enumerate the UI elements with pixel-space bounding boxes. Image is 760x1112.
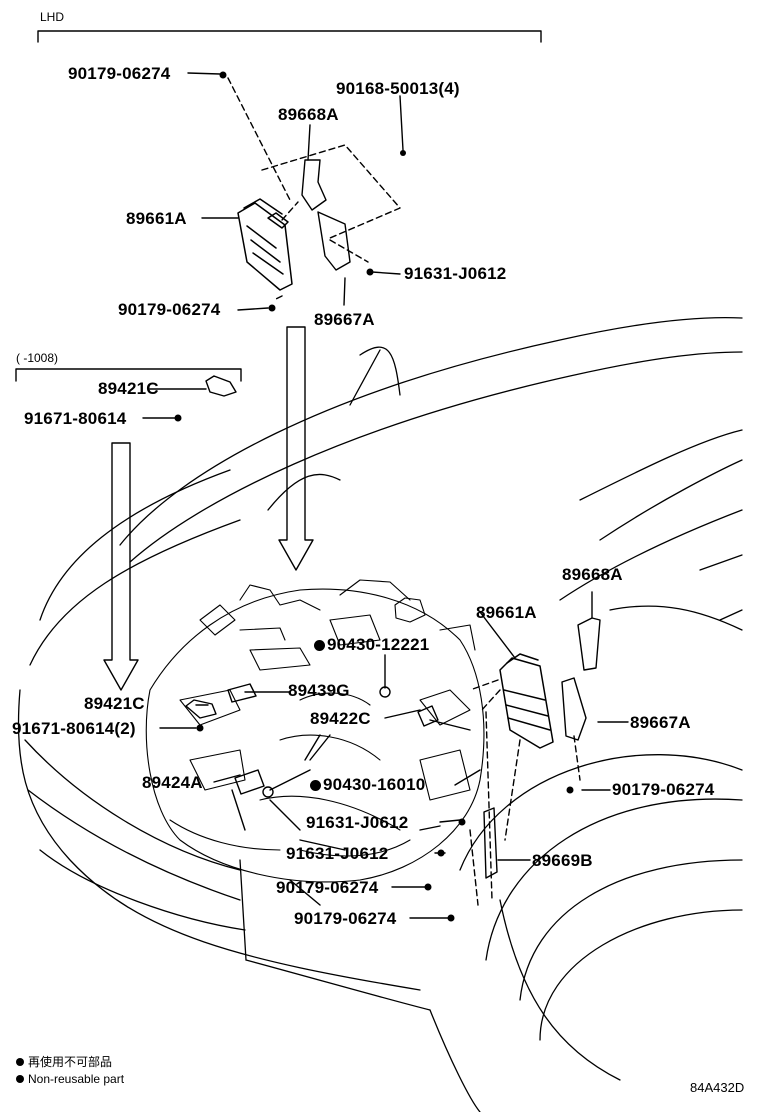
part-89668A-main: 89668A (562, 565, 623, 584)
bracket-89668A-top (301, 159, 327, 211)
note-dot-icon (16, 1058, 24, 1066)
engine-assembly (145, 579, 485, 883)
figure-code: 84A432D (690, 1080, 745, 1095)
part-89424A: 89424A (142, 773, 203, 792)
part-91631-J0612-a: 91631-J0612 (306, 813, 409, 832)
part-90430-12221-text: 90430-12221 (327, 635, 430, 654)
ecu-top (237, 198, 293, 291)
part-90430-12221: 90430-12221 (314, 636, 429, 654)
part-89421C-top: 89421C (98, 379, 159, 398)
part-89668A-top: 89668A (278, 105, 339, 124)
arrow-down-left (103, 442, 139, 691)
non-reusable-marker (310, 780, 321, 791)
part-90179-06274-a: 90179-06274 (68, 64, 171, 83)
bracket-89669B (483, 807, 498, 879)
note-en-text: Non-reusable part (28, 1072, 125, 1086)
part-90179-06274-e: 90179-06274 (294, 909, 397, 928)
part-89421C-main: 89421C (84, 694, 145, 713)
part-89667A-main: 89667A (630, 713, 691, 732)
part-90430-16010-text: 90430-16010 (323, 775, 426, 794)
range-label: ( -1008) (16, 351, 59, 365)
part-89661A-main: 89661A (476, 603, 537, 622)
lhd-label: LHD (40, 10, 65, 24)
note-jp-text: 再使用不可部品 (28, 1055, 113, 1069)
ecu-main (499, 653, 554, 749)
part-90179-06274-b: 90179-06274 (118, 300, 221, 319)
part-89669B: 89669B (532, 851, 593, 870)
bracket-89667A-main (561, 677, 587, 741)
bracket-89668A-main (577, 617, 601, 671)
part-90179-06274-c: 90179-06274 (612, 780, 715, 799)
part-89661A-top: 89661A (126, 209, 187, 228)
note-en: Non-reusable part (16, 1073, 124, 1086)
range-bracket (15, 368, 242, 382)
part-91631-J0612-b: 91631-J0612 (286, 844, 389, 863)
car-body (17, 316, 743, 1112)
part-90179-06274-d: 90179-06274 (276, 878, 379, 897)
part-91671-80614-2: 91671-80614(2) (12, 719, 136, 738)
bracket-89667A-top (317, 211, 351, 271)
part-90168-50013: 90168-50013(4) (336, 79, 460, 98)
part-91631-J0612-top: 91631-J0612 (404, 264, 507, 283)
lhd-bracket (37, 30, 542, 43)
note-dot-icon (16, 1075, 24, 1083)
part-90430-16010: 90430-16010 (310, 776, 425, 794)
non-reusable-marker (314, 640, 325, 651)
note-jp: 再使用不可部品 (16, 1056, 112, 1069)
part-91671-80614-top: 91671-80614 (24, 409, 127, 428)
part-89439G: 89439G (288, 681, 350, 700)
part-89667A-top: 89667A (314, 310, 375, 329)
arrow-down-top (278, 326, 314, 571)
part-89422C: 89422C (310, 709, 371, 728)
